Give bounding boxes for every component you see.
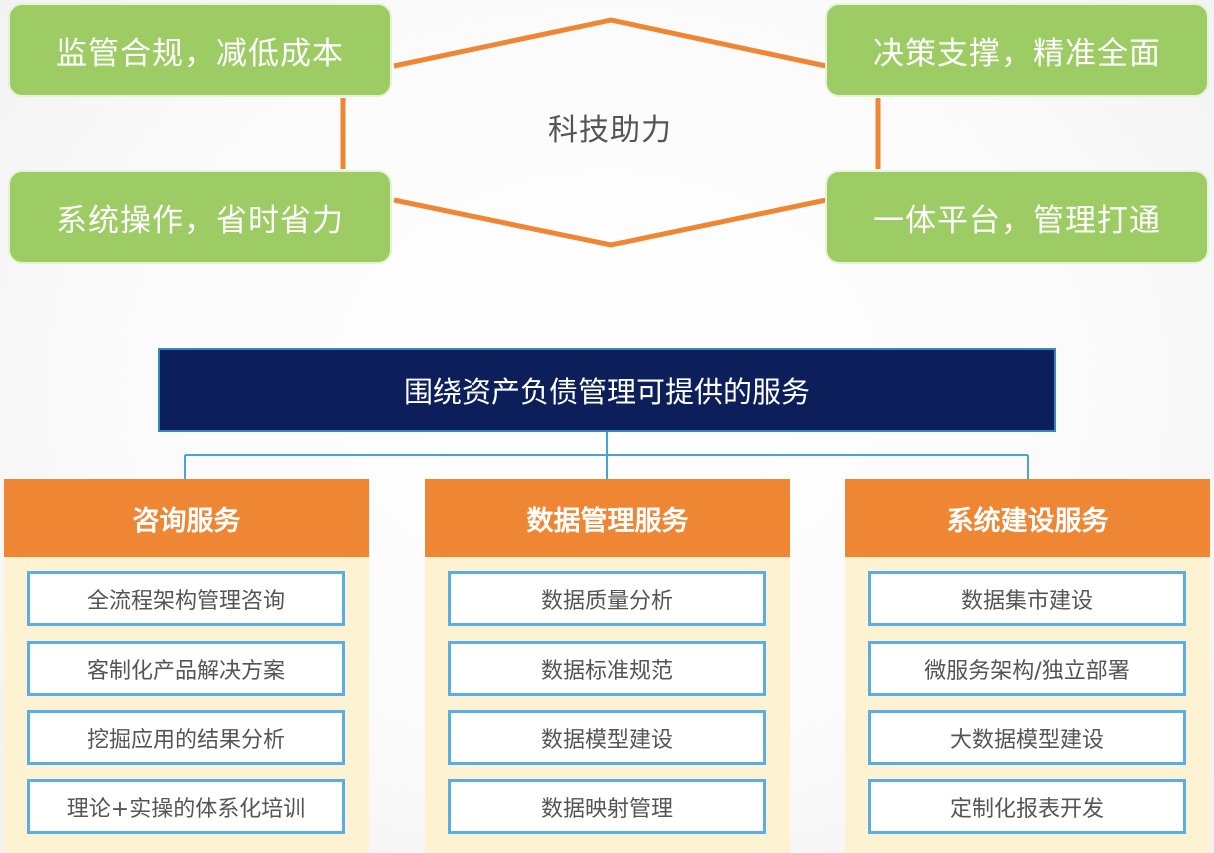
benefit-label: 系统操作，省时省力: [56, 202, 344, 239]
column-header: 数据管理服务: [425, 479, 790, 557]
benefit-box-operation: 系统操作，省时省力: [8, 170, 392, 264]
services-title: 围绕资产负债管理可提供的服务: [158, 348, 1056, 432]
benefit-label: 决策支撑，精准全面: [873, 35, 1161, 72]
benefit-box-compliance: 监管合规，减低成本: [8, 3, 392, 97]
service-item: 全流程架构管理咨询: [27, 571, 345, 626]
service-item: 数据映射管理: [448, 779, 766, 834]
service-item: 挖掘应用的结果分析: [27, 710, 345, 765]
benefit-label: 监管合规，减低成本: [56, 35, 344, 72]
service-item: 定制化报表开发: [868, 779, 1186, 834]
column-data-management: 数据管理服务 数据质量分析 数据标准规范 数据模型建设 数据映射管理: [425, 479, 790, 853]
services-title-text: 围绕资产负债管理可提供的服务: [403, 375, 810, 409]
bottom-hex-line: [393, 197, 827, 248]
benefit-box-decision: 决策支撑，精准全面: [825, 3, 1209, 97]
column-system-build: 系统建设服务 数据集市建设 微服务架构/独立部署 大数据模型建设 定制化报表开发: [845, 479, 1210, 853]
column-consulting: 咨询服务 全流程架构管理咨询 客制化产品解决方案 挖掘应用的结果分析 理论+实操…: [4, 479, 369, 853]
service-item: 理论+实操的体系化培训: [27, 779, 345, 834]
top-hex-line: [393, 17, 827, 69]
column-header: 系统建设服务: [845, 479, 1210, 557]
service-item: 数据集市建设: [868, 571, 1186, 626]
service-item: 大数据模型建设: [868, 710, 1186, 765]
benefit-label: 一体平台，管理打通: [873, 202, 1161, 239]
benefit-box-platform: 一体平台，管理打通: [825, 170, 1209, 264]
service-item: 数据模型建设: [448, 710, 766, 765]
center-label: 科技助力: [548, 113, 672, 148]
service-item: 数据质量分析: [448, 571, 766, 626]
column-header: 咨询服务: [4, 479, 369, 557]
service-item: 微服务架构/独立部署: [868, 641, 1186, 696]
service-item: 客制化产品解决方案: [27, 641, 345, 696]
service-item: 数据标准规范: [448, 641, 766, 696]
